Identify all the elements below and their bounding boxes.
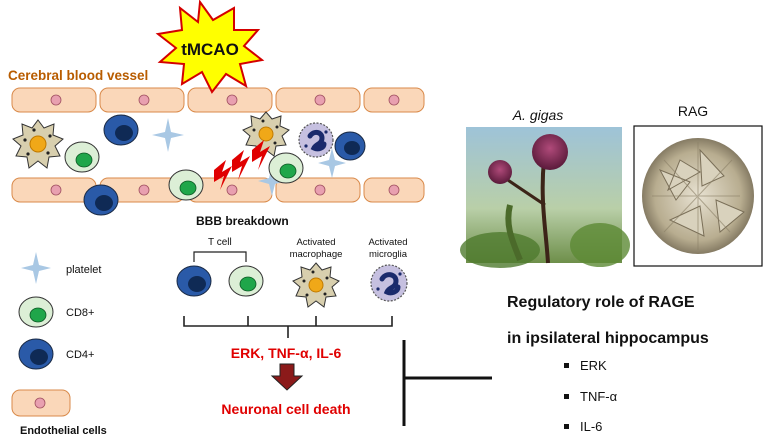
cd8-cell-icon (268, 152, 304, 184)
microglia-icon (298, 122, 334, 158)
cd8-legend-icon (18, 296, 54, 328)
macrophage-icon (12, 119, 64, 169)
regulatory-line1: Regulatory role of RAGE (507, 294, 695, 311)
tcell-label: T cell (208, 237, 232, 248)
lightning-icon (232, 150, 250, 180)
cd8-cell-icon (168, 169, 204, 201)
outcome-label: Neuronal cell death (221, 401, 350, 417)
legend-cd4-label: CD4+ (66, 349, 94, 361)
flower-icon (488, 160, 512, 184)
vessel-label: Cerebral blood vessel (8, 68, 148, 83)
list-item: IL-6 (580, 419, 602, 434)
legend-endothelial-label: Endothelial cells (20, 425, 107, 437)
down-arrow-icon (270, 363, 304, 391)
rag-photo (633, 125, 763, 267)
inhibition-bar (402, 340, 492, 426)
bbb-breakdown-label: BBB breakdown (196, 214, 289, 228)
tmcao-label: tMCAO (181, 40, 239, 59)
microglia-icon (370, 264, 408, 302)
flower-icon (532, 134, 568, 170)
bullet-icon (564, 363, 569, 368)
list-item: TNF-α (580, 389, 618, 404)
legend-platelet-label: platelet (66, 264, 101, 276)
regulated-list: ERK TNF-α IL-6 (564, 358, 618, 434)
cd8-cell-icon (64, 141, 100, 173)
agigas-photo (460, 127, 630, 268)
bullet-icon (564, 394, 569, 399)
endothelial-row-bottom (11, 177, 425, 203)
macrophage-label-2: macrophage (290, 249, 343, 260)
lightning-icon (252, 140, 270, 170)
cd4-cell-icon (334, 131, 366, 161)
lightning-icon (214, 160, 232, 190)
markers-label: ERK, TNF-α, IL-6 (231, 345, 342, 361)
platelet-legend-icon (21, 252, 51, 284)
rag-label: RAG (678, 103, 708, 119)
cd8-cell-icon (228, 265, 264, 297)
blood-vessel (11, 87, 425, 216)
list-item: ERK (580, 358, 607, 373)
cells-bracket (183, 316, 393, 338)
legend-cd8-label: CD8+ (66, 307, 94, 319)
tmcao-burst: tMCAO (155, 0, 265, 94)
macrophage-label-1: Activated (296, 237, 335, 248)
macrophage-icon (292, 262, 340, 308)
cd4-legend-icon (18, 338, 54, 370)
bullet-icon (564, 424, 569, 429)
macrophage-icon (242, 111, 290, 157)
microglia-label-2: microglia (369, 249, 408, 260)
endothelial-row-top (11, 87, 425, 113)
tcell-bracket (193, 251, 247, 262)
platelet-icon (258, 166, 286, 196)
platelet-icon (318, 148, 346, 178)
legend: platelet CD8+ CD4+ Endothelial cells (11, 252, 107, 437)
regulatory-line2: in ipsilateral hippocampus (507, 330, 709, 347)
cd4-cell-icon (83, 184, 119, 216)
endothelial-legend-icon (11, 389, 71, 417)
platelet-icon (152, 118, 184, 152)
immune-cells: T cell Activated macrophage Activated mi… (176, 237, 408, 338)
cd4-cell-icon (103, 114, 139, 146)
microglia-label-1: Activated (368, 237, 407, 248)
cd4-cell-icon (176, 265, 212, 297)
agigas-label: A. gigas (512, 107, 564, 123)
